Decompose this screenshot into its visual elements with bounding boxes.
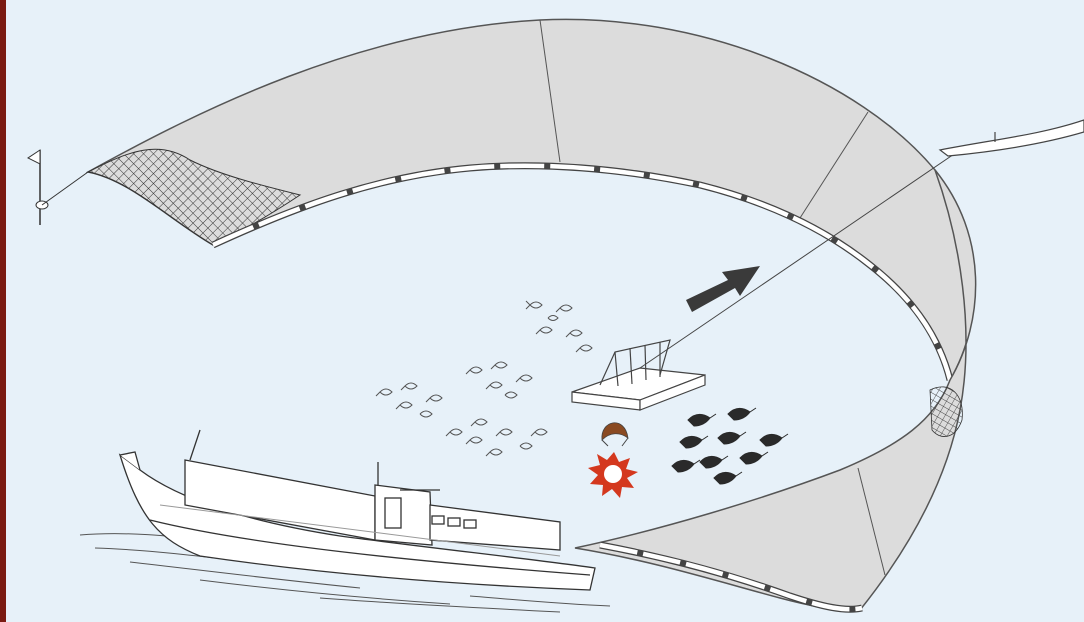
light-raft: [572, 340, 705, 410]
attraction-lamp: [602, 423, 628, 446]
fish-school: [376, 301, 592, 456]
light-burst-center: [604, 465, 622, 483]
direction-arrow: [686, 266, 760, 312]
seiner-vessel: [80, 430, 610, 612]
skiff-boat: [940, 120, 1084, 156]
shrimp-school: [672, 408, 788, 484]
marker-buoy-flag: [28, 150, 88, 225]
